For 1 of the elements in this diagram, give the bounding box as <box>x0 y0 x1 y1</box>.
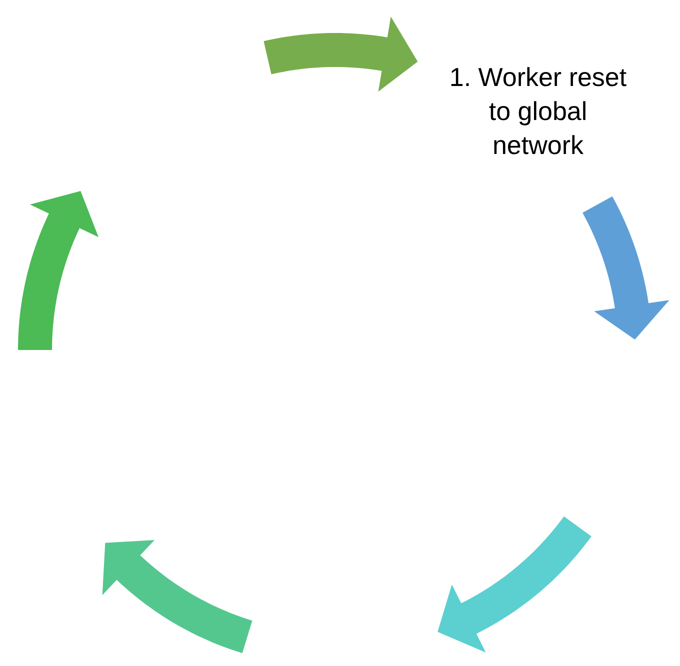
stage-label: 1. Worker reset to global network <box>447 60 629 162</box>
